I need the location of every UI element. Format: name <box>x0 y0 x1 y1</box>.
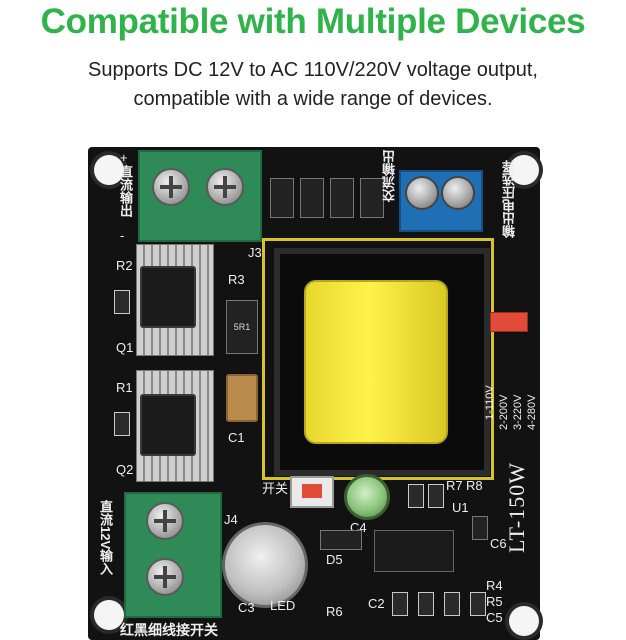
mounting-hole <box>509 606 539 636</box>
resistor <box>428 484 444 508</box>
transformer-coil <box>304 280 448 444</box>
r7-label: R7 <box>446 478 463 493</box>
switch-connector <box>290 476 334 508</box>
capacitor-c6 <box>472 516 488 540</box>
model-label: LT-150W <box>504 462 529 553</box>
voltage-200-label: 2-200V <box>498 394 510 430</box>
plus-label: + <box>120 150 128 165</box>
resistor-5r1: 5R1 <box>226 300 258 354</box>
diode-d5 <box>320 530 362 550</box>
r4-label: R4 <box>486 578 503 593</box>
page-title: Compatible with Multiple Devices <box>40 2 586 41</box>
r2-label: R2 <box>116 258 133 273</box>
ic-u1 <box>374 530 454 572</box>
smd-transistor <box>330 178 354 218</box>
c6-label: C6 <box>490 536 507 551</box>
screw-icon <box>206 168 244 206</box>
r3-label: R3 <box>228 272 245 287</box>
mounting-hole <box>94 600 124 630</box>
c2-label: C2 <box>368 596 385 611</box>
capacitor-c3 <box>222 522 308 608</box>
c3-label: C3 <box>238 600 255 615</box>
resistor <box>470 592 486 616</box>
q1-label: Q1 <box>116 340 134 355</box>
r6-label: R6 <box>326 604 343 619</box>
smd-transistor <box>360 178 384 218</box>
screw-icon <box>405 176 439 210</box>
smd-transistor <box>270 178 294 218</box>
c5-label: C5 <box>486 610 503 625</box>
r5-label: R5 <box>486 594 503 609</box>
resistor <box>392 592 408 616</box>
screw-icon <box>152 168 190 206</box>
capacitor-c1 <box>226 374 258 422</box>
d5-label: D5 <box>326 552 343 567</box>
j4-label: J4 <box>224 512 238 527</box>
resistor <box>114 412 130 436</box>
output-voltage-select-label: 输出电压选择 <box>502 160 517 238</box>
ac-output-label: 交流输出 <box>382 150 397 202</box>
voltage-280-label: 4-280V <box>526 394 538 430</box>
j3-label: J3 <box>248 245 262 260</box>
dc-output-label: 直流输出 <box>118 165 133 217</box>
switch-label: 开关 <box>262 481 289 496</box>
dc-input-label: 直流12V输入 <box>98 500 113 576</box>
minus-label: - <box>120 228 125 243</box>
mounting-hole <box>94 155 124 185</box>
subtitle-line-2: compatible with a wide range of devices. <box>133 88 493 110</box>
resistor <box>408 484 424 508</box>
mounting-hole <box>509 155 539 185</box>
led-label: LED <box>270 598 296 613</box>
subtitle-line-1: Supports DC 12V to AC 110V/220V voltage … <box>88 59 538 81</box>
c1-label: C1 <box>228 430 245 445</box>
r1-label: R1 <box>116 380 133 395</box>
screw-icon <box>441 176 475 210</box>
screw-icon <box>146 558 184 596</box>
r8-label: R8 <box>466 478 483 493</box>
voltage-jumper <box>490 312 528 332</box>
resistor <box>114 290 130 314</box>
capacitor-c4 <box>344 474 390 520</box>
5r1-label: 5R1 <box>233 322 251 332</box>
resistor <box>418 592 434 616</box>
voltage-220-label: 3-220V <box>512 394 524 430</box>
u1-label: U1 <box>452 500 469 515</box>
voltage-110-label: 1-110V <box>484 385 496 420</box>
transistor-q1 <box>140 266 196 328</box>
q2-label: Q2 <box>116 462 134 477</box>
red-black-wire-label: 红黑细线接开关 <box>120 622 218 638</box>
smd-transistor <box>300 178 324 218</box>
transistor-q2 <box>140 394 196 456</box>
screw-icon <box>146 502 184 540</box>
resistor <box>444 592 460 616</box>
